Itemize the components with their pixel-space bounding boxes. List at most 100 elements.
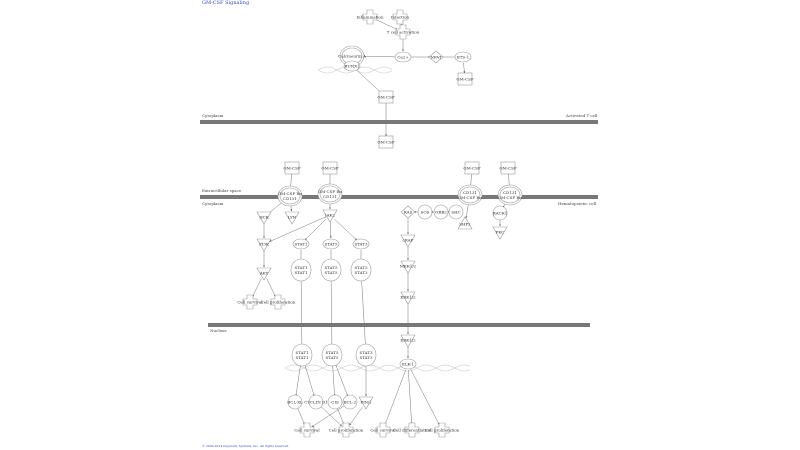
node-surv2[interactable]: Cell survival — [294, 422, 320, 438]
ellipse-shape — [454, 51, 472, 63]
node-lyn[interactable]: LYN — [284, 211, 300, 225]
node-bclxl[interactable]: BCL-XL — [287, 394, 303, 410]
dimer-shape — [321, 343, 343, 367]
node-prol1[interactable]: Cell proliferation — [261, 294, 296, 310]
node-erk[interactable]: ERK1/2 — [400, 291, 416, 305]
node-jak2[interactable]: JAK2 — [322, 209, 338, 223]
node-ras[interactable]: RAS — [400, 205, 416, 219]
node-bcl2[interactable]: BCL-2 — [342, 394, 358, 410]
node-nerk[interactable]: ERK1/2 — [400, 334, 416, 348]
circle-shape — [327, 394, 343, 410]
node-infect[interactable]: Infection — [391, 9, 410, 25]
node-surv1[interactable]: Cell survival — [237, 294, 263, 310]
cross-shape — [299, 422, 315, 438]
edge-jak2-stat5 — [329, 220, 332, 239]
node-elk[interactable]: ELK-1 — [399, 358, 417, 370]
node-label: GM-CSF Rα — [458, 195, 483, 200]
node-label: STAT3 — [354, 270, 368, 275]
node-label: SOS — [421, 210, 430, 215]
node-calc[interactable]: Calcineurin A — [338, 45, 366, 67]
node-pkc[interactable]: PKC — [492, 226, 508, 240]
node-craf[interactable]: cRAF — [400, 234, 416, 248]
node-pi3k[interactable]: PI3K — [256, 238, 272, 252]
node-ca[interactable]: Ca2+ — [394, 51, 412, 63]
edge-nd5-bcl2 — [333, 360, 349, 397]
node-prol3[interactable]: Cell proliferation — [425, 422, 460, 438]
node-label: SHC — [451, 210, 460, 215]
node-hck[interactable]: HCK — [256, 211, 272, 225]
node-label: STAT3 — [359, 355, 373, 360]
node-label: Ca2+ — [397, 55, 408, 60]
node-label: CYCLIN D1 — [304, 400, 327, 405]
node-gm_c[interactable]: GM-CSF — [463, 161, 481, 175]
pathway-title[interactable]: GM-CSF Signaling — [202, 0, 250, 6]
node-rack1[interactable]: RACK1 — [492, 205, 508, 221]
edge-d1-nd1 — [300, 275, 303, 350]
node-gm_t3[interactable]: GM-CSF — [456, 72, 474, 86]
tri-shape — [400, 234, 416, 248]
node-akt[interactable]: AKT — [256, 267, 272, 281]
node-grb2[interactable]: GRB2 — [433, 204, 449, 220]
node-stat5[interactable]: STAT5 — [322, 238, 340, 250]
node-gm_b[interactable]: GM-CSF — [321, 161, 339, 175]
node-label: CIS — [331, 400, 339, 405]
node-shc[interactable]: SHC — [448, 204, 464, 220]
node-label: GRB2 — [435, 210, 447, 215]
cross-shape — [338, 422, 354, 438]
edge-elk-prol3 — [410, 369, 440, 425]
edge-akt-prol1 — [266, 278, 276, 297]
node-gm_t2[interactable]: GM-CSF — [377, 135, 395, 149]
cross-shape — [362, 9, 378, 25]
node-nfat[interactable]: NFAT — [428, 50, 444, 64]
node-label: CD131 — [323, 194, 337, 199]
node-label: Infection — [391, 15, 410, 20]
nodes: Inflammation Infection T cell activationCa… — [237, 9, 523, 438]
node-cycd[interactable]: CYCLIN D1 — [304, 394, 328, 410]
node-label: Calcineurin A — [338, 54, 366, 59]
node-sos[interactable]: SOS — [417, 204, 433, 220]
node-label: PKC — [496, 230, 505, 235]
node-pim[interactable]: PIM1 — [358, 396, 374, 410]
node-stat1[interactable]: STAT1 — [292, 238, 310, 250]
node-tact[interactable]: T cell activation — [387, 24, 420, 40]
node-gm_d[interactable]: GM-CSF — [499, 161, 517, 175]
node-gm_t1[interactable]: GM-CSF — [377, 90, 395, 104]
node-ets[interactable]: ETS-1 — [454, 51, 472, 63]
ellipse-shape — [399, 358, 417, 370]
node-stat3[interactable]: STAT3 — [352, 238, 370, 250]
tri-shape — [256, 238, 272, 252]
edge-pim-prol2 — [349, 406, 363, 426]
circle-shape — [448, 204, 464, 220]
node-inflam[interactable]: Inflammation — [356, 9, 384, 25]
node-cis[interactable]: CIS — [327, 394, 343, 410]
node-label: CD131 — [503, 190, 517, 195]
node-diff3[interactable]: Cell differentiation — [393, 422, 432, 438]
node-label: STAT3 — [359, 350, 373, 355]
cross-shape — [395, 24, 411, 40]
node-mek[interactable]: MEK1/2 — [400, 260, 417, 274]
tri-shape — [358, 396, 374, 410]
node-label: ETS-1 — [457, 55, 469, 60]
node-surv3[interactable]: Cell survival — [370, 422, 396, 438]
node-label: SHP2 — [459, 222, 471, 227]
node-runx[interactable]: RUNX1 — [343, 60, 361, 72]
node-label: Cell survival — [294, 428, 320, 433]
node-label: STAT5 — [324, 242, 338, 247]
node-shp2[interactable]: SHP2 — [457, 216, 473, 230]
node-label: BCL-2 — [344, 400, 357, 405]
tri-shape — [322, 209, 338, 223]
cross-shape — [270, 294, 286, 310]
node-prol2[interactable]: Cell proliferation — [329, 422, 364, 438]
node-gm_a[interactable]: GM-CSF — [283, 161, 301, 175]
